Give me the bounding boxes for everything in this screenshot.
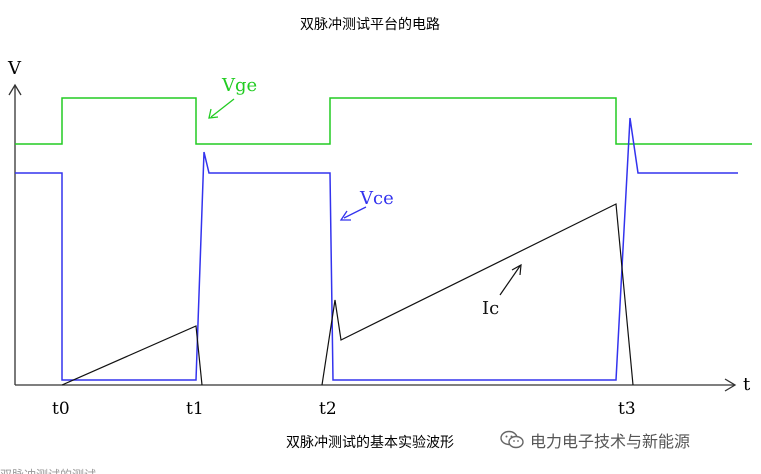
time-mark-t0: t0 (52, 399, 70, 419)
ic-waveform-pulse1 (61, 325, 203, 386)
x-axis-arrow (724, 378, 737, 392)
time-mark-t2: t2 (319, 399, 337, 419)
vce-pointer-arrow (343, 206, 367, 219)
vge-pointer-arrow (210, 98, 235, 118)
vce-pointer-arrowhead (339, 210, 351, 221)
vge-label: Vge (221, 75, 257, 96)
bottom-caption: 双脉冲测试的基本实验波形 (286, 435, 454, 451)
ic-pointer-arrowhead (511, 263, 522, 276)
vce-waveform (15, 117, 738, 381)
y-axis-label: V (7, 58, 22, 79)
y-axis-arrow (8, 83, 22, 96)
time-mark-t1: t1 (186, 399, 204, 419)
time-mark-t3: t3 (618, 399, 636, 419)
vge-pointer-arrowhead (208, 108, 219, 119)
watermark: 电力电子技术与新能源 (500, 428, 690, 452)
watermark-text: 电力电子技术与新能源 (530, 432, 691, 451)
ic-label: Ic (482, 298, 499, 319)
wechat-icon (500, 430, 524, 449)
vge-waveform (15, 97, 752, 145)
ic-waveform-pulse2 (321, 203, 634, 386)
top-caption: 双脉冲测试平台的电路 (300, 17, 440, 33)
vce-label: Vce (359, 188, 394, 209)
cut-off-text: 双脉冲测试的测试 (0, 466, 96, 474)
x-axis-label: t (743, 374, 751, 395)
ic-pointer-arrow (499, 265, 521, 296)
